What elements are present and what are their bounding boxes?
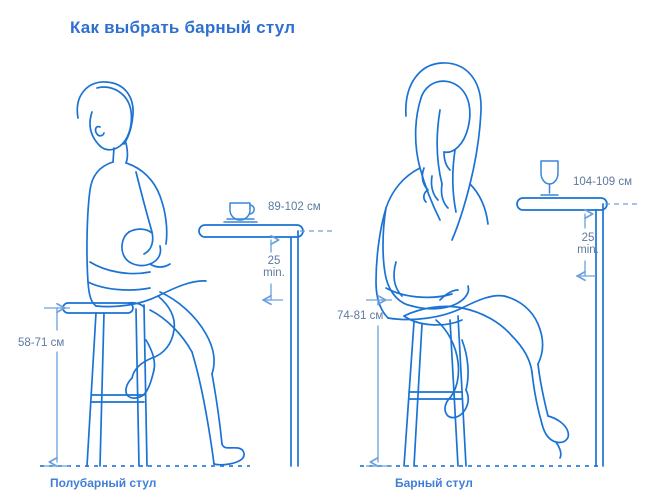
caption-counter-stool: Полубарный стул — [50, 476, 157, 490]
label-bar-clearance: 25 min. — [572, 232, 604, 257]
counter-stool — [62, 301, 148, 467]
wine-glass-icon — [540, 160, 559, 196]
label-counter-clearance-value: 25 — [267, 255, 281, 267]
page-title: Как выбрать барный стул — [70, 18, 296, 37]
dimension-clearance-left — [262, 234, 283, 306]
label-counter-height: 89-102 см — [268, 201, 321, 213]
person-figure-left — [76, 81, 245, 466]
label-bar-stool-seat-height: 74-81 см — [337, 310, 384, 322]
dimension-clearance-right — [576, 208, 596, 282]
person-figure-right — [375, 62, 570, 459]
label-counter-stool-seat-height: 58-71 см — [18, 337, 65, 349]
coffee-cup-icon — [223, 202, 258, 223]
label-bar-height: 104-109 см — [573, 176, 633, 188]
right-scene — [360, 62, 640, 468]
label-counter-clearance: 25 min. — [258, 255, 290, 280]
dimension-seat-height-right — [366, 294, 392, 468]
bar-table — [516, 197, 608, 467]
left-scene — [40, 81, 332, 468]
caption-bar-stool: Барный стул — [395, 476, 473, 490]
label-bar-clearance-value: 25 — [581, 232, 595, 244]
label-counter-clearance-unit: min. — [263, 267, 285, 280]
label-bar-clearance-unit: min. — [577, 244, 599, 257]
counter-table — [198, 224, 304, 467]
dimension-seat-height-left — [44, 302, 70, 468]
